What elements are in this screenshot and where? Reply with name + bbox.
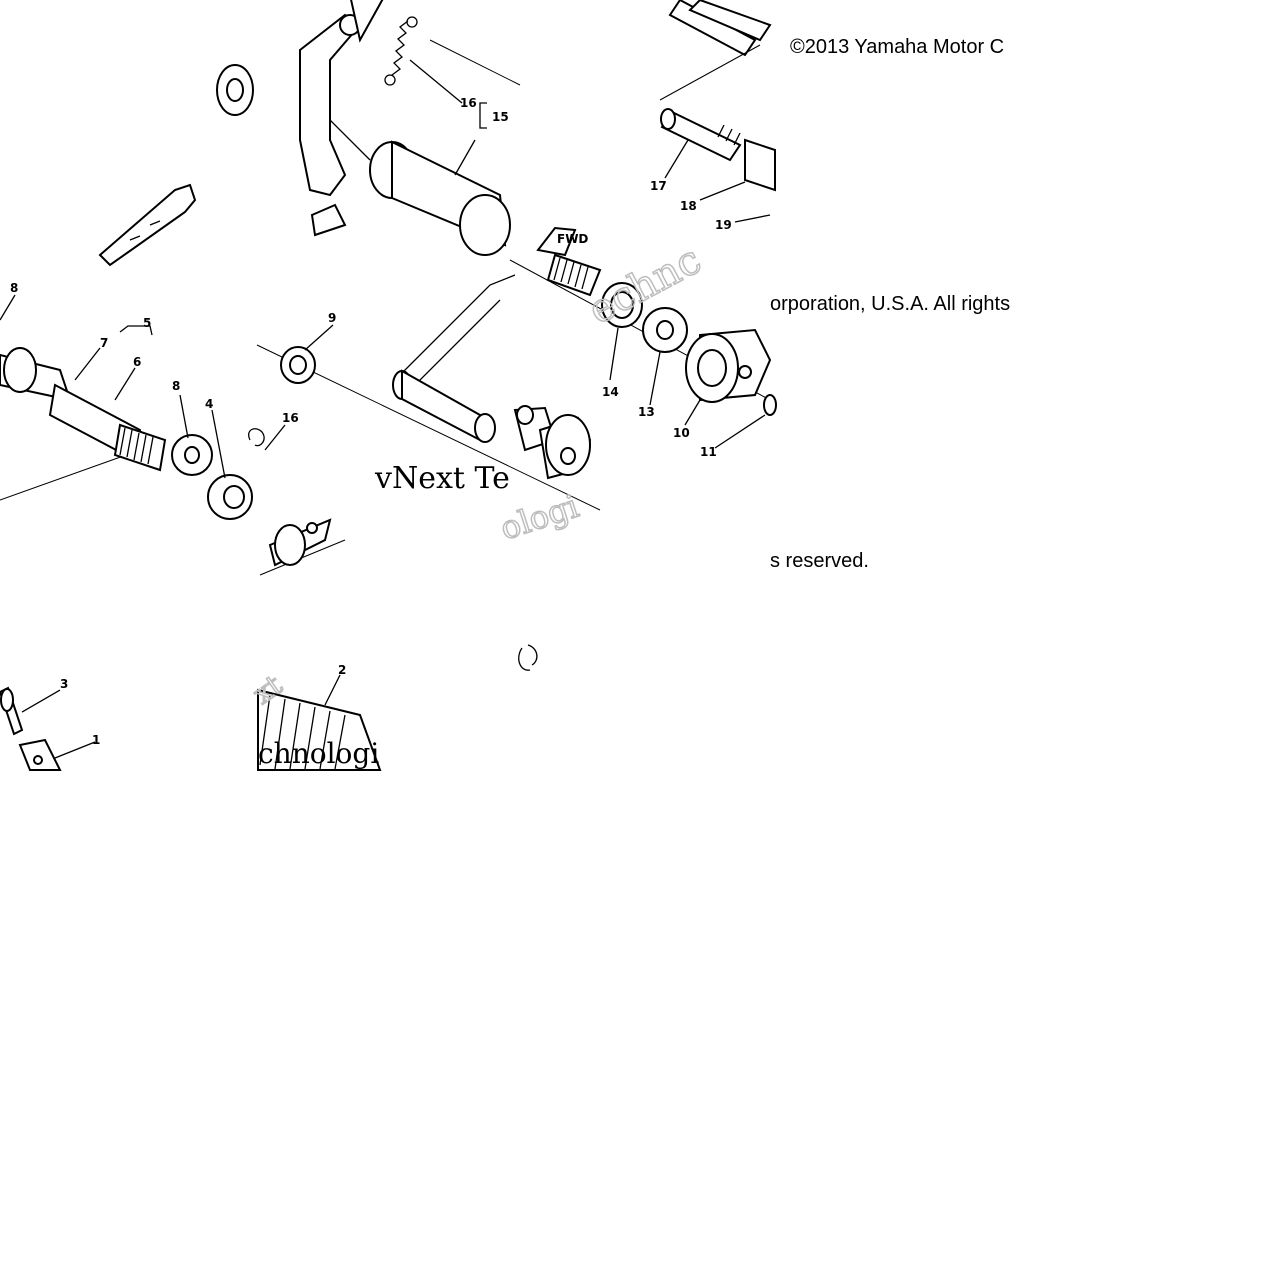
callout-7: 7 (100, 336, 108, 350)
clip-16 (248, 428, 265, 447)
callout-3: 3 (60, 677, 68, 691)
fwd-arrow-label: FWD (557, 232, 588, 246)
callout-17: 17 (650, 179, 667, 193)
stopper-lever-assembly (299, 0, 511, 256)
callout-13: 14 (602, 385, 619, 399)
clip-11 (763, 394, 777, 416)
callout-6: 6 (133, 355, 141, 369)
copyright-line-3: s reserved. (770, 549, 869, 573)
circlip (518, 644, 538, 671)
callout-8: 8 (172, 379, 180, 393)
bolt-3 (0, 686, 24, 736)
shift-arm-lever (392, 274, 592, 480)
collar-9 (280, 346, 316, 384)
seal-4 (207, 474, 253, 520)
rubber-2 (257, 688, 382, 771)
washer-12 (642, 307, 688, 353)
watermark-main: vNext Te (374, 461, 510, 496)
callout-8-top: 8 (10, 281, 18, 295)
washer-8 (171, 434, 213, 476)
callout-5: 5 (143, 316, 151, 330)
watermark-fragment-4: ologi (496, 487, 583, 548)
callout-14: 15 (492, 110, 509, 124)
callout-19: 19 (715, 218, 732, 232)
shift-guide-parts (660, 0, 776, 192)
callout-15: 16 (460, 96, 477, 110)
shift-pedal-1 (18, 738, 62, 771)
copyright-line-1: ©2013 Yamaha Motor C (790, 35, 1005, 59)
washer-top-left (216, 64, 254, 116)
callout-18: 18 (680, 199, 697, 213)
callout-10: 10 (673, 426, 690, 440)
left-lever (98, 183, 197, 267)
bearing-10 (685, 328, 772, 403)
seal-13 (601, 282, 643, 328)
callout-2: 2 (338, 663, 346, 677)
callout-1: 1 (92, 733, 100, 747)
shift-shaft (0, 347, 167, 472)
fwd-arrow: FWD (536, 226, 588, 257)
splined-shaft-end (546, 253, 602, 297)
copyright-line-2: orporation, U.S.A. All rights (770, 292, 1011, 316)
spring-15 (384, 16, 418, 86)
leader-lines (0, 59, 771, 759)
lower-lever-end (268, 518, 332, 567)
callout-12: 13 (638, 405, 655, 419)
watermark-fragment-1: chnologi (258, 737, 379, 770)
callout-4: 4 (205, 397, 213, 411)
callout-16: 16 (282, 411, 299, 425)
callout-11: 11 (700, 445, 717, 459)
callout-9: 9 (328, 311, 336, 325)
callout-numbers: 16 15 17 18 19 8 5 7 6 8 4 16 9 14 13 10… (10, 96, 732, 747)
